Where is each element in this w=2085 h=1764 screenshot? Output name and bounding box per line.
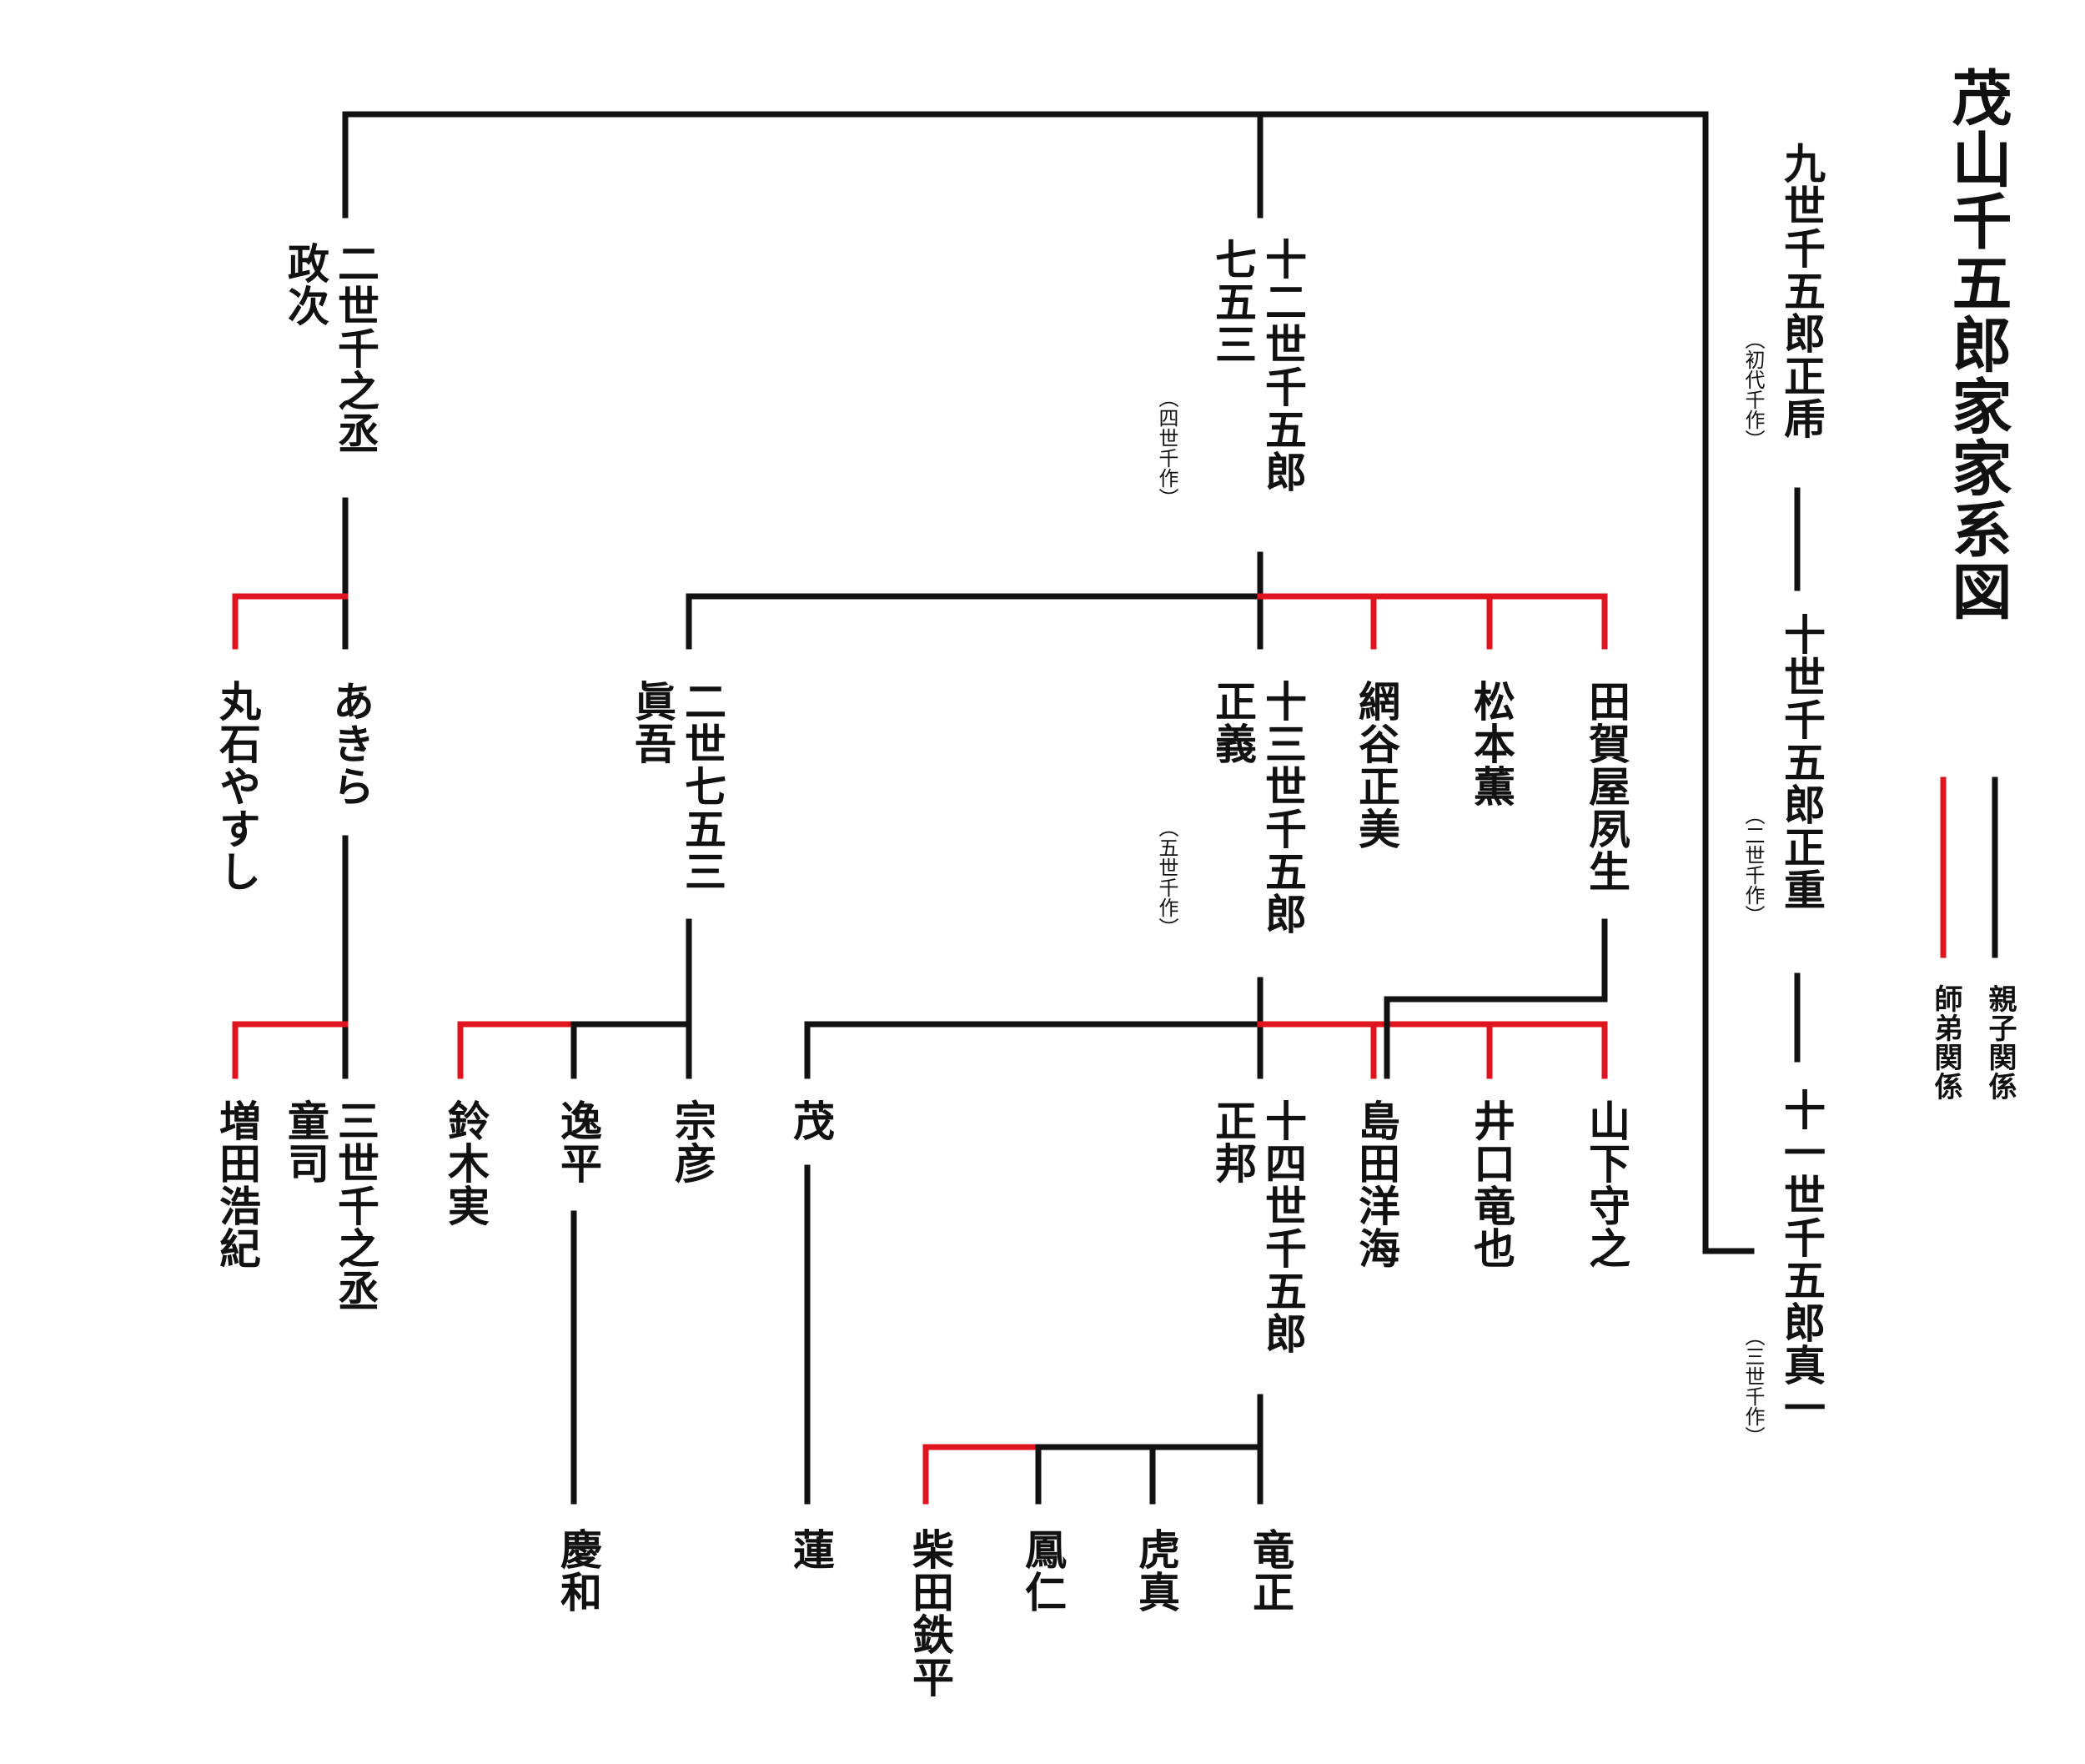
person-p14: 十四世千五郎 正邦: [1208, 1099, 1308, 1354]
note-p13: （五世千作）: [1155, 817, 1178, 937]
person-ren: 蓮: [786, 1528, 836, 1571]
person-shibata: 柴田鉄平: [906, 1528, 955, 1698]
person-yamashita: 山下守之: [1582, 1099, 1631, 1269]
person-suzuki: 鈴木実: [441, 1099, 490, 1227]
person-shigeru: 茂: [786, 1099, 836, 1142]
legend-parent-child-label: 親子関係: [1983, 984, 2017, 1101]
person-p12: 十二世千五郎 七五三: [1208, 238, 1308, 493]
person-torama: 虎真: [1132, 1528, 1181, 1613]
diagram-title: 茂山千五郎家家系図: [1942, 67, 2012, 622]
person-senojo2: 二世千之丞 政次: [281, 242, 380, 455]
person-ryusei: 竜正: [1246, 1528, 1295, 1613]
person-matsumoto: 松本薫: [1467, 680, 1516, 807]
person-maruishi: 丸石やすし: [213, 680, 262, 892]
person-p10: 十世千五郎正重: [1777, 613, 1826, 911]
note-p9: （初代千作）: [1741, 329, 1765, 450]
note-p11: （三世千作）: [1741, 1326, 1765, 1446]
person-houjin: 鳳仁: [1018, 1528, 1068, 1613]
person-p9: 九世千五郎正乕: [1777, 142, 1826, 440]
person-munehiko: 宗彦: [668, 1099, 717, 1184]
person-shime2: 二世七五三 眞吾: [628, 680, 727, 892]
person-keiwa: 慶和: [554, 1528, 603, 1613]
person-senojo3: 三世千之丞 童司: [281, 1099, 380, 1312]
note-p12: （四世千作）: [1155, 388, 1178, 508]
note-p10: （二世千作）: [1741, 805, 1765, 925]
person-shimada: 島田洋海: [1352, 1099, 1401, 1269]
person-tagaya: 田賀屋夙生: [1582, 680, 1631, 892]
person-ippei: 逸平: [554, 1099, 603, 1184]
person-p11: 十一世千五郎真一: [1777, 1088, 1826, 1429]
person-akira: あきら: [326, 680, 375, 807]
person-inoguchi: 井口竜也: [1467, 1099, 1516, 1269]
person-tsunaya: 網谷正美: [1352, 680, 1401, 850]
legend-master-disciple-label: 師弟関係: [1929, 984, 1962, 1101]
person-masuda: 増田浩紀: [213, 1099, 262, 1269]
person-p13: 十三世千五郎 正義: [1208, 680, 1308, 935]
